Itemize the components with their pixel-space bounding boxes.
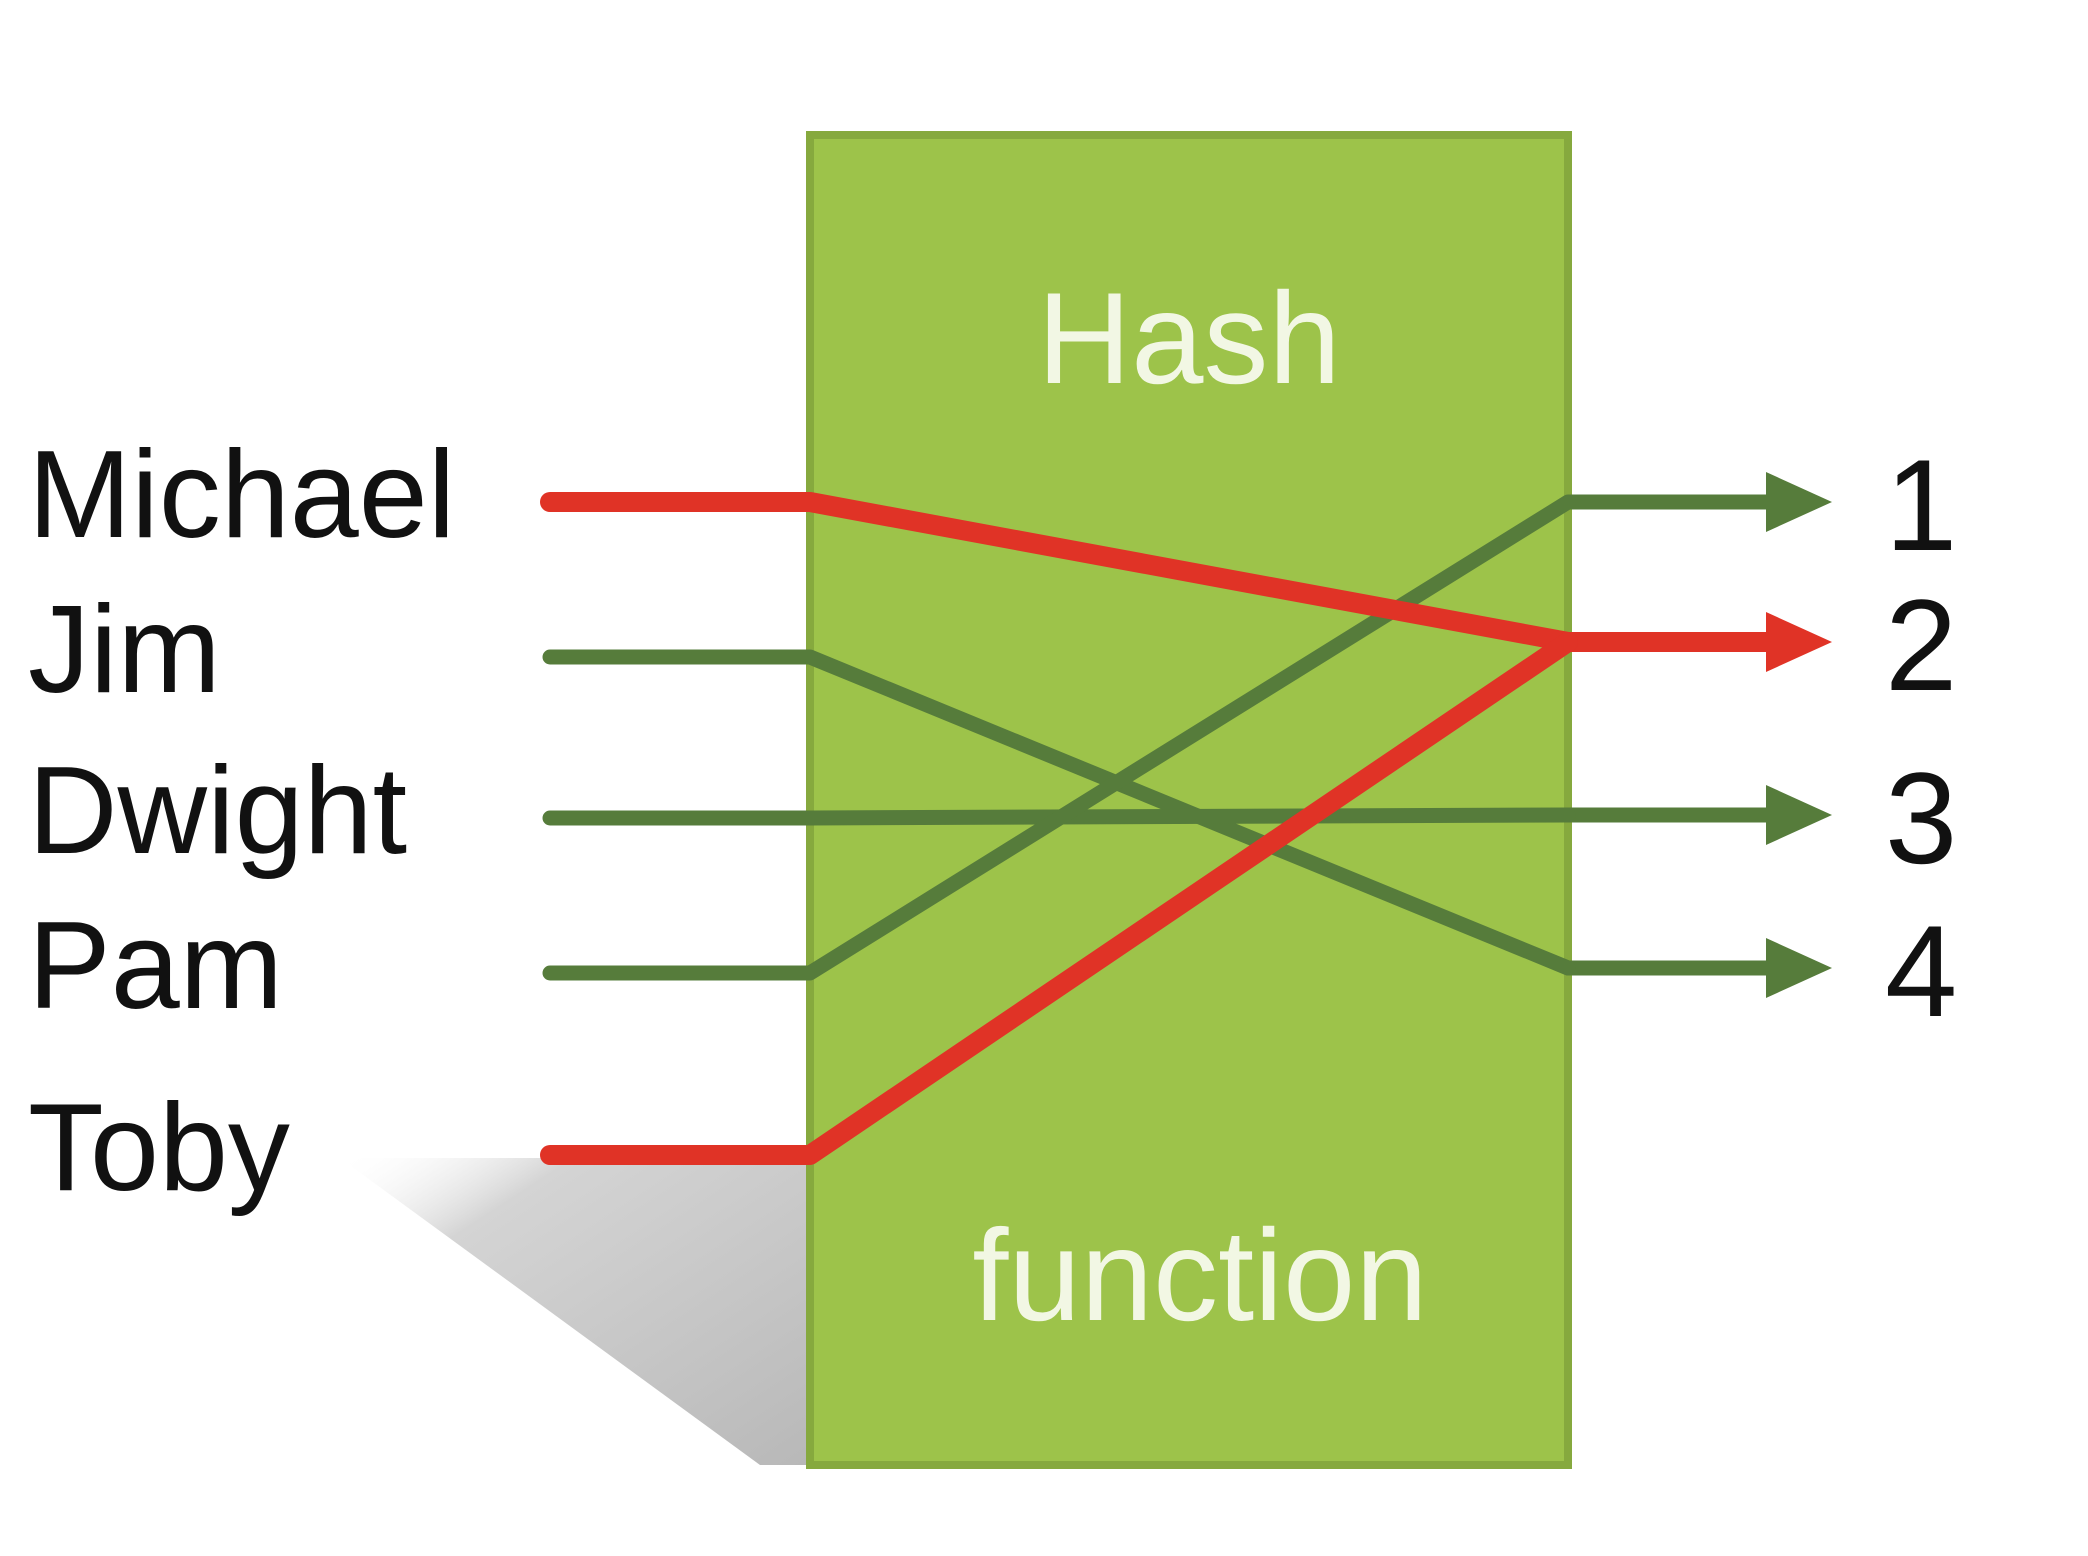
output-label-3: 3 [1885,745,1957,891]
box-title-hash: Hash [1037,265,1340,411]
input-label-dwight: Dwight [28,742,407,880]
mapping-line-jim [542,649,1576,976]
output-arrowhead-1 [1766,472,1832,532]
mapping-lines [540,472,1832,1165]
output-label-4: 4 [1885,898,1957,1044]
box-title-function: function [972,1202,1427,1348]
output-labels: 12 34 [1885,432,1957,1044]
output-arrowhead-2 [1766,612,1832,672]
mapping-line-toby [540,632,1578,1165]
output-label-2: 2 [1885,572,1957,718]
input-label-jim: Jim [28,581,221,719]
output-arrowhead-3 [1766,785,1832,845]
input-label-michael: Michael [28,426,455,564]
hash-function-box [806,131,1572,1469]
output-arrowhead-4 [1766,938,1832,998]
input-label-toby: Toby [28,1079,290,1217]
box-shadow [340,1158,810,1465]
input-label-pam: Pam [28,897,283,1035]
output-label-1: 1 [1885,432,1957,578]
mapping-line-michael [540,492,1578,652]
mapping-line-pam [542,494,1576,981]
